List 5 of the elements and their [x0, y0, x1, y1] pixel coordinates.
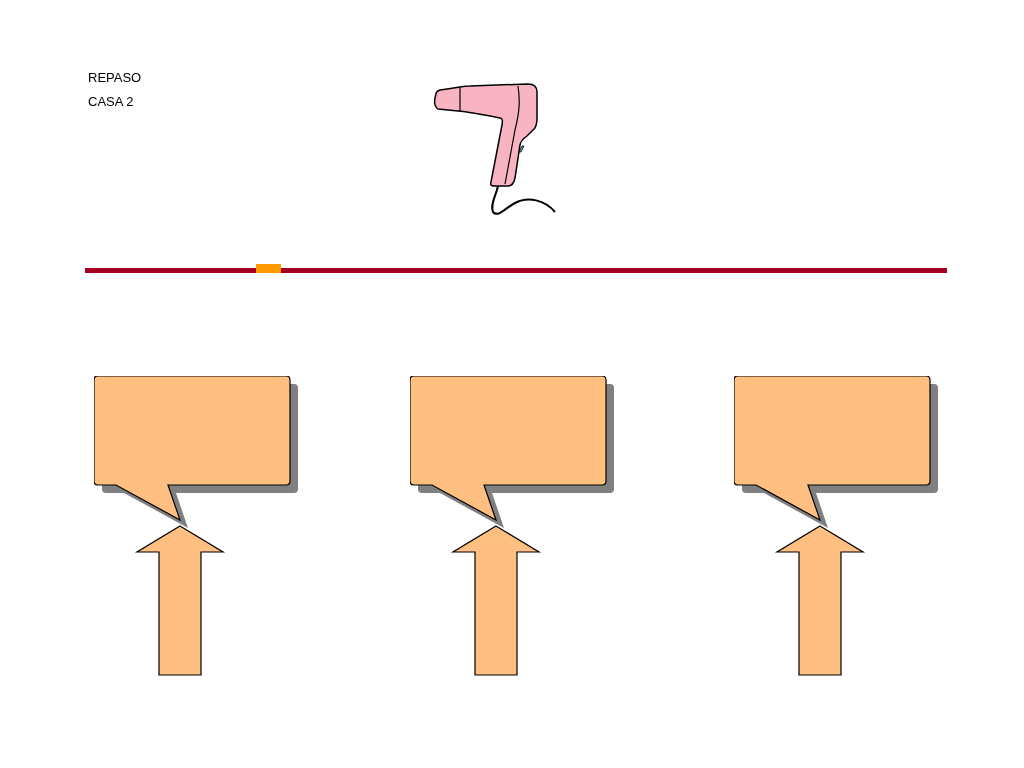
- block-arrow: [134, 525, 226, 676]
- block-arrow: [774, 525, 866, 676]
- heading-text: CASA 2: [88, 94, 134, 109]
- heading-text: REPASO: [88, 70, 142, 85]
- block-arrow: [450, 525, 542, 676]
